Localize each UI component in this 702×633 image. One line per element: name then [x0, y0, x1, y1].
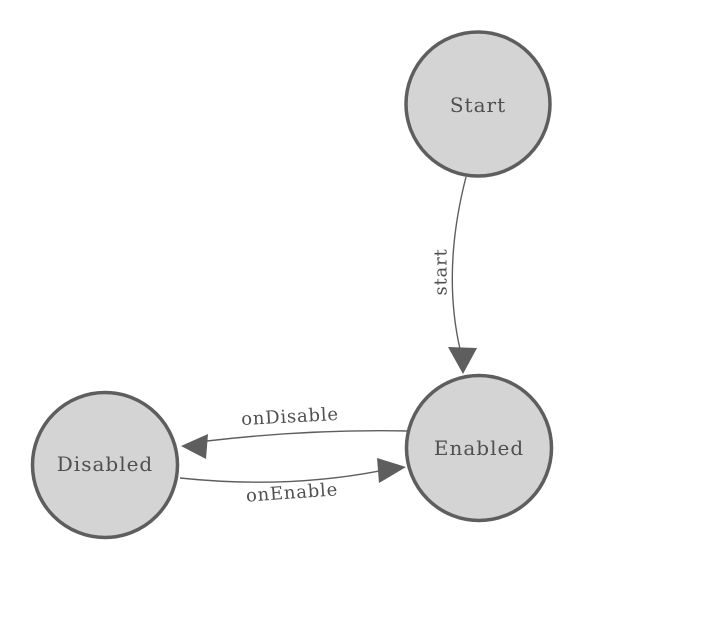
node-start-label: Start: [450, 93, 506, 117]
node-enabled: Enabled: [404, 373, 554, 523]
edge-start-to-enabled-label: start: [431, 248, 452, 295]
edge-disabled-to-enabled-label: onEnable: [245, 479, 338, 506]
edge-enabled-to-disabled: onDisable: [181, 404, 409, 459]
edge-disabled-to-enabled-arrowhead-icon: [377, 458, 406, 483]
node-start-circle: [404, 30, 552, 178]
edge-disabled-to-enabled-path: [179, 470, 380, 483]
node-disabled-label: Disabled: [57, 452, 153, 476]
edge-enabled-to-disabled-label: onDisable: [241, 404, 340, 430]
edge-enabled-to-disabled-path: [206, 430, 409, 442]
node-disabled: Disabled: [30, 390, 180, 540]
edge-start-to-enabled-arrowhead-icon: [448, 347, 477, 374]
node-start: Start: [404, 30, 552, 178]
node-enabled-circle: [404, 373, 554, 523]
edge-start-to-enabled-path: [451, 176, 467, 350]
edge-start-to-enabled: start: [431, 176, 477, 374]
edge-enabled-to-disabled-arrowhead-icon: [181, 434, 208, 459]
edge-disabled-to-enabled: onEnable: [179, 458, 406, 507]
node-disabled-circle: [30, 390, 180, 540]
node-enabled-label: Enabled: [434, 436, 524, 460]
